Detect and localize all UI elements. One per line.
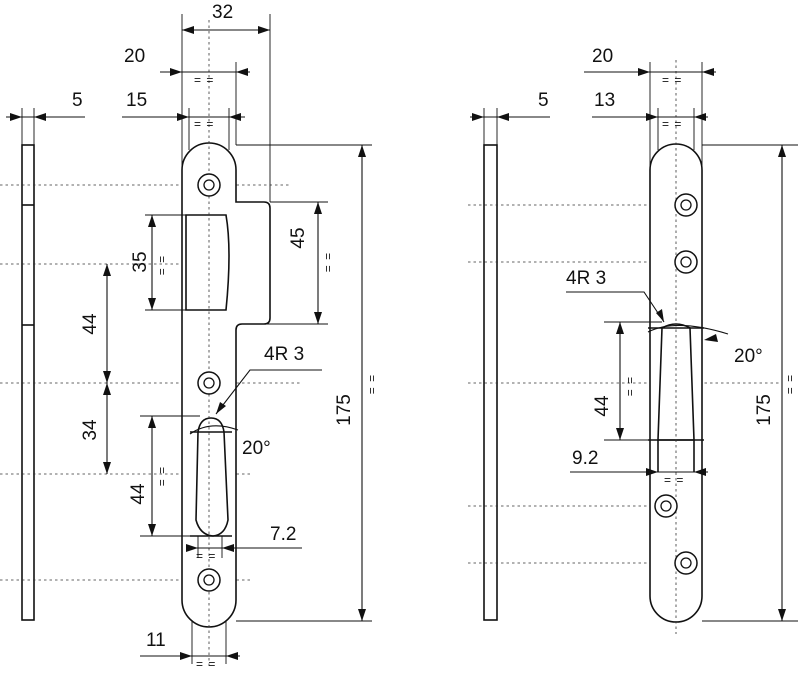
label-34: 34 xyxy=(80,419,101,441)
right-dim-44-slot: = = 44 xyxy=(592,321,662,441)
left-dim-44-spacing: 44 xyxy=(80,264,111,383)
label-20deg-right: 20° xyxy=(734,346,763,367)
left-dim-34: 34 xyxy=(80,383,111,474)
label-5-right: 5 xyxy=(538,90,549,111)
svg-text:= =: = = xyxy=(155,466,169,486)
left-dim-5: 5 xyxy=(6,90,85,145)
left-dim-175: = = 175 xyxy=(334,145,379,621)
right-angle: 20° xyxy=(647,324,763,367)
label-15: 15 xyxy=(126,90,147,111)
svg-text:= =: = = xyxy=(623,376,637,396)
left-hole-centerlines xyxy=(0,184,300,581)
right-radius-callout: 4R 3 xyxy=(566,268,665,323)
right-screw-hole-2 xyxy=(674,250,698,274)
label-11: 11 xyxy=(146,630,166,651)
label-175-left: 175 xyxy=(334,394,355,426)
right-screw-hole-4 xyxy=(674,551,698,575)
right-side-profile xyxy=(483,144,498,621)
right-dim-9-2: = = 9.2 xyxy=(570,448,708,487)
svg-text:= =: = = xyxy=(321,252,335,272)
left-dim-7-2: = = 7.2 xyxy=(186,524,302,563)
left-latch-slot xyxy=(195,417,229,537)
svg-text:= =: = = xyxy=(662,73,682,87)
label-32: 32 xyxy=(212,2,233,23)
right-strike-plate-view: = = 20 = = 13 5 = xyxy=(468,46,798,634)
right-dim-13: = = 13 xyxy=(592,90,708,150)
left-screw-hole-bottom xyxy=(197,568,221,592)
label-4r3-right: 4R 3 xyxy=(566,268,606,289)
label-175-right: 175 xyxy=(754,394,775,426)
svg-text:= =: = = xyxy=(365,374,379,394)
left-radius-callout: 4R 3 xyxy=(215,344,322,415)
left-dim-15: = = 15 xyxy=(122,90,245,150)
right-dim-175: = = 175 xyxy=(702,144,798,622)
label-4r3-left: 4R 3 xyxy=(264,344,304,365)
left-screw-hole-middle xyxy=(197,371,221,395)
left-dim-32: 32 xyxy=(181,2,271,202)
left-dim-44-slot: = = 44 xyxy=(128,415,200,537)
label-13: 13 xyxy=(594,90,615,111)
left-upper-recess xyxy=(185,214,230,311)
label-44-slot-left: 44 xyxy=(128,483,149,505)
svg-text:= =: = = xyxy=(194,73,214,87)
left-dim-11: = = 11 xyxy=(140,620,240,671)
label-9-2: 9.2 xyxy=(572,448,598,469)
right-screw-hole-1 xyxy=(674,193,698,217)
left-dim-20: = = 20 xyxy=(124,46,250,145)
left-side-profile xyxy=(21,144,35,621)
label-7-2: 7.2 xyxy=(270,524,296,545)
label-44-upper: 44 xyxy=(80,313,101,335)
svg-text:= =: = = xyxy=(196,657,216,671)
svg-text:= =: = = xyxy=(783,374,797,394)
label-45: 45 xyxy=(288,227,309,248)
right-screw-hole-3 xyxy=(654,494,678,518)
label-5-left: 5 xyxy=(72,90,83,111)
left-angle: 20° xyxy=(189,425,271,459)
label-20-right: 20 xyxy=(592,46,613,67)
label-20deg-left: 20° xyxy=(242,438,271,459)
left-strike-plate-view: 32 = = 20 = = 15 5 xyxy=(0,2,379,671)
label-20: 20 xyxy=(124,46,145,67)
right-dim-5: 5 xyxy=(470,90,550,145)
left-dim-45: = = 45 xyxy=(242,201,335,325)
left-screw-hole-top xyxy=(197,173,221,197)
svg-text:= =: = = xyxy=(155,255,169,275)
label-35: 35 xyxy=(130,251,151,272)
svg-text:= =: = = xyxy=(194,117,214,131)
label-44-slot-right: 44 xyxy=(592,395,613,417)
svg-text:= =: = = xyxy=(664,473,684,487)
svg-text:= =: = = xyxy=(662,117,682,131)
left-dim-35: = = 35 xyxy=(130,214,186,311)
svg-text:= =: = = xyxy=(196,549,216,563)
